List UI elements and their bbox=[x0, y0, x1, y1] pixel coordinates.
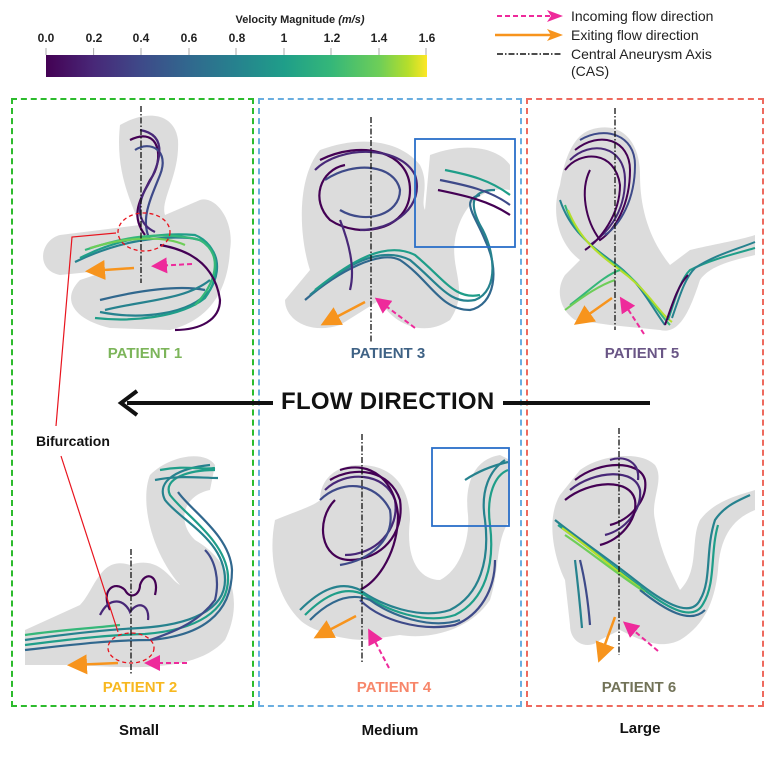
colorbar-tick-marks bbox=[45, 48, 427, 55]
bifurcation-annotation bbox=[55, 232, 119, 633]
patient-4-label: PATIENT 4 bbox=[356, 679, 432, 696]
group-label-medium: Medium bbox=[361, 722, 419, 739]
colorbar-tick: 0.0 bbox=[37, 31, 55, 45]
legend-item-cas: Central Aneurysm Axis bbox=[495, 44, 765, 63]
patient-4-figure bbox=[272, 434, 510, 669]
colorbar-tick: 0.4 bbox=[132, 31, 150, 45]
dashed-arrow-icon bbox=[497, 9, 563, 22]
colorbar-tick: 1 bbox=[280, 31, 288, 45]
colorbar-tick: 0.8 bbox=[228, 31, 246, 45]
patient-6-figure bbox=[552, 428, 755, 663]
legend: Incoming flow direction Exiting flow dir… bbox=[495, 6, 765, 79]
legend-label: Incoming flow direction bbox=[571, 7, 714, 24]
patient-1-figure bbox=[43, 106, 231, 332]
patient-2-figure bbox=[24, 456, 234, 675]
colorbar-title: Velocity Magnitude (m/s) bbox=[150, 14, 450, 26]
patient-1-label: PATIENT 1 bbox=[107, 345, 183, 362]
flow-direction-label: FLOW DIRECTION bbox=[273, 388, 503, 416]
colorbar-tick: 1.4 bbox=[370, 31, 388, 45]
colorbar-tick: 1.6 bbox=[418, 31, 436, 45]
colorbar-gradient bbox=[46, 55, 427, 77]
legend-label: Central Aneurysm Axis bbox=[571, 45, 712, 62]
group-label-small: Small bbox=[118, 722, 160, 739]
legend-label: Exiting flow direction bbox=[571, 26, 699, 43]
legend-item-incoming: Incoming flow direction bbox=[495, 6, 765, 25]
colorbar-tick: 1.2 bbox=[323, 31, 341, 45]
patient-2-label: PATIENT 2 bbox=[102, 679, 178, 696]
colorbar-tick: 0.2 bbox=[85, 31, 103, 45]
bifurcation-label: Bifurcation bbox=[36, 433, 110, 449]
colorbar-title-text: Velocity Magnitude bbox=[235, 14, 336, 26]
patient-5-label: PATIENT 5 bbox=[604, 345, 680, 362]
colorbar-unit: (m/s) bbox=[338, 14, 365, 26]
legend-item-exiting: Exiting flow direction bbox=[495, 25, 765, 44]
legend-label-continuation: (CAS) bbox=[571, 63, 610, 79]
colorbar-tick: 0.6 bbox=[180, 31, 198, 45]
colorbar-ticks: 0.0 0.2 0.4 0.6 0.8 1 1.2 1.4 1.6 bbox=[36, 31, 436, 45]
solid-arrow-icon bbox=[495, 28, 563, 41]
group-label-large: Large bbox=[619, 720, 661, 737]
patient-3-figure bbox=[285, 117, 516, 342]
highlight-box bbox=[431, 447, 510, 527]
dash-dot-line-icon bbox=[497, 52, 561, 55]
patient-3-label: PATIENT 3 bbox=[350, 345, 426, 362]
patient-5-figure bbox=[556, 108, 756, 335]
highlight-box bbox=[414, 138, 516, 248]
patient-6-label: PATIENT 6 bbox=[601, 679, 677, 696]
